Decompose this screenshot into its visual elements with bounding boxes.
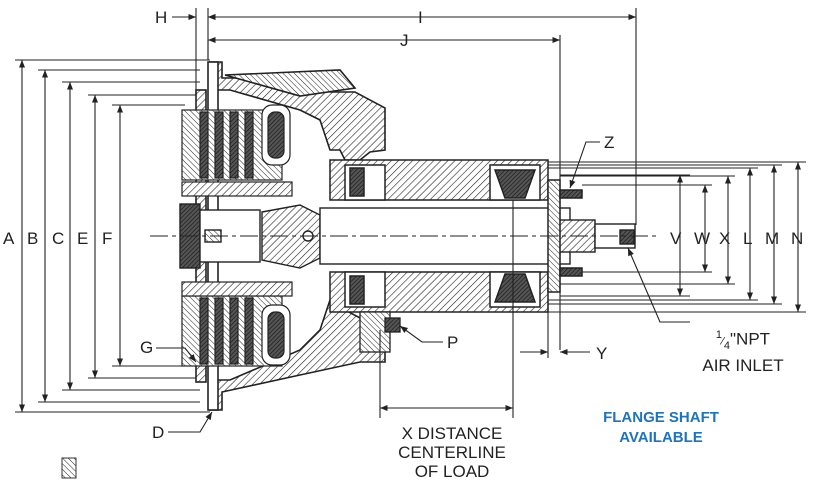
label-D: D <box>152 423 165 442</box>
x-distance-note: X DISTANCE CENTERLINE OF LOAD <box>372 424 532 481</box>
label-E: E <box>77 229 89 248</box>
label-G: G <box>140 338 154 357</box>
housing-upper <box>209 61 386 161</box>
dimension-lines-bottom <box>379 200 590 418</box>
disc-pack-lower <box>181 281 293 367</box>
air-inlet-note: 1⁄4"NPT AIR INLET <box>688 326 798 375</box>
label-N: N <box>791 229 804 248</box>
label-H: H <box>155 8 168 27</box>
mounting-bolt <box>359 311 401 353</box>
air-inlet-line2: AIR INLET <box>702 356 784 376</box>
label-W: W <box>694 229 711 248</box>
bearing-housing <box>329 159 583 313</box>
x-distance-line2: CENTERLINE <box>398 443 506 462</box>
disc-pack-upper <box>181 104 293 197</box>
callout-line2: AVAILABLE <box>619 429 703 446</box>
label-L: L <box>743 229 753 248</box>
x-distance-line3: OF LOAD <box>414 462 490 481</box>
dimension-lines-top <box>172 8 637 350</box>
air-inlet-npt: "NPT <box>730 329 771 349</box>
air-inlet-line1: 1⁄4"NPT <box>715 329 771 353</box>
label-C: C <box>52 229 65 248</box>
logo-mark <box>61 457 77 479</box>
dimension-lines-right <box>548 161 806 313</box>
label-Z: Z <box>604 133 615 152</box>
label-V: V <box>670 229 682 248</box>
fraction-numerator: 1 <box>715 329 723 341</box>
label-B: B <box>27 229 39 248</box>
dimension-lines-left <box>15 59 210 413</box>
label-F: F <box>102 229 113 248</box>
label-I: I <box>418 8 423 27</box>
label-J: J <box>400 31 409 50</box>
x-distance-line1: X DISTANCE <box>401 424 503 443</box>
label-X: X <box>719 229 731 248</box>
label-Y: Y <box>596 344 608 363</box>
leader-lines <box>156 141 690 433</box>
label-P: P <box>447 333 459 352</box>
label-M: M <box>765 229 780 248</box>
label-A: A <box>3 229 15 248</box>
fraction-denominator: 4 <box>723 340 731 353</box>
callout-line1: FLANGE SHAFT <box>603 409 719 426</box>
flange-shaft-callout: FLANGE SHAFT AVAILABLE <box>586 408 736 448</box>
